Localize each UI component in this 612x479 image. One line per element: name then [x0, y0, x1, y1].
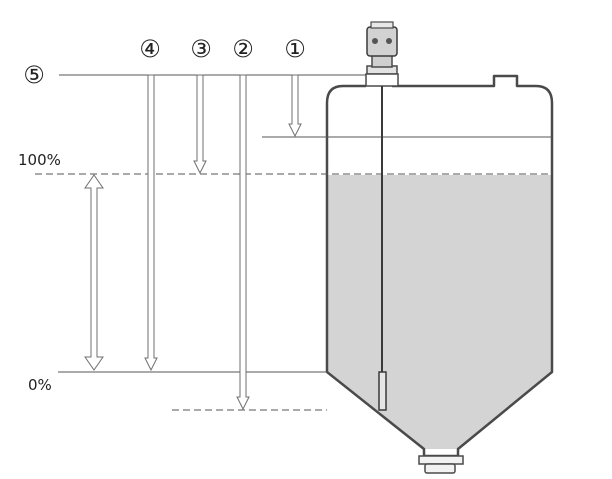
arrow-1-blocking-distance [288, 74, 302, 138]
measuring-span-arrow [84, 174, 104, 371]
marker-4-label: ④ [139, 35, 161, 63]
arrow-3-full-level-distance [193, 74, 207, 175]
liquid-fill [327, 175, 552, 449]
probe-rod [378, 86, 387, 411]
marker-5-label: ⑤ [23, 61, 45, 89]
empty-level-label: 0% [28, 376, 52, 394]
arrow-4-empty-level-distance [144, 74, 158, 372]
radar-sensor [365, 21, 399, 87]
marker-1-label: ① [284, 35, 306, 63]
arrow-2-probe-length [236, 74, 250, 411]
tank-outline [325, 74, 554, 458]
marker-2-label: ② [232, 35, 254, 63]
full-level-label: 100% [18, 151, 61, 169]
outlet-flange [418, 455, 464, 474]
marker-3-label: ③ [190, 35, 212, 63]
